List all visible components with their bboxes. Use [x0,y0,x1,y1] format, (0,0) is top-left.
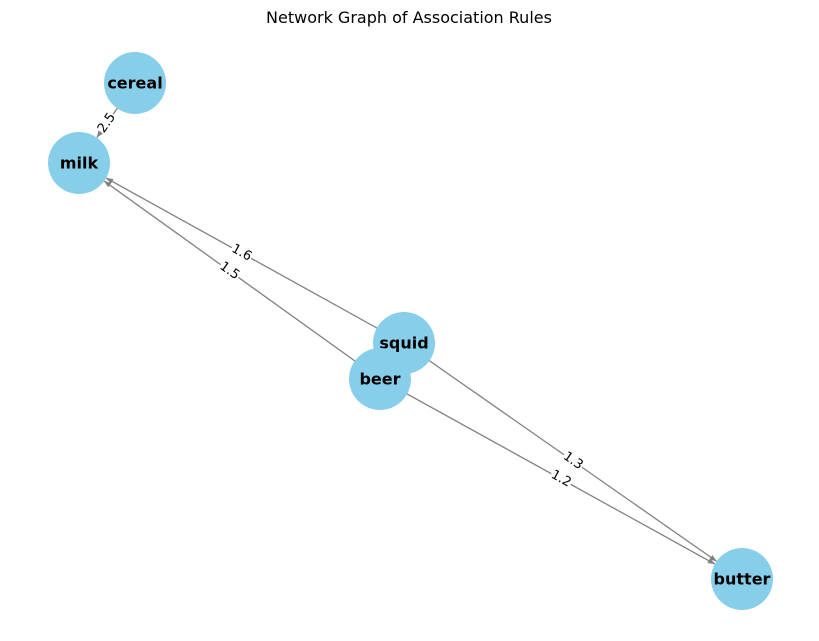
edge-weight-label: 2.5 [95,110,119,136]
edge-weight-label: 1.5 [217,259,243,283]
edge-weight-label: 1.6 [229,241,254,264]
graph-title: Network Graph of Association Rules [266,8,552,27]
node-circle-butter [711,548,773,610]
edge-beer-butter [379,378,716,565]
edge-label-beer-milk: 1.5 [215,258,244,284]
edge-beer-milk [103,180,381,380]
edge-label-background [547,466,575,492]
nodes-layer: cereal milk squid beer butter [48,52,773,610]
edge-weight-label: 1.3 [560,449,586,473]
edge-label-background [559,448,587,474]
node-circle-milk [48,132,110,194]
edge-label-cereal-milk: 2.5 [94,109,120,137]
edge-label-beer-butter: 1.2 [547,466,575,492]
node-circle-cereal [104,52,166,114]
edge-squid-milk [105,177,405,344]
node-beer: beer [349,348,411,410]
node-label-milk: milk [60,154,99,173]
edge-labels-layer: 2.5 1.61.5 1.31.2 [94,109,587,492]
edge-squid-butter [403,342,717,562]
edge-label-background [94,109,120,137]
node-label-squid: squid [379,334,428,353]
node-butter: butter [711,548,773,610]
node-cereal: cereal [104,52,166,114]
edge-weight-label: 1.2 [548,467,573,490]
node-circle-beer [349,348,411,410]
edge-label-squid-milk: 1.6 [228,240,255,266]
edge-label-squid-butter: 1.3 [559,448,587,474]
node-milk: milk [48,132,110,194]
edges-layer [96,82,717,565]
node-label-beer: beer [359,370,400,389]
edge-label-background [228,240,255,266]
edge-label-background [215,258,244,284]
node-label-cereal: cereal [107,74,162,93]
node-label-butter: butter [714,570,771,589]
